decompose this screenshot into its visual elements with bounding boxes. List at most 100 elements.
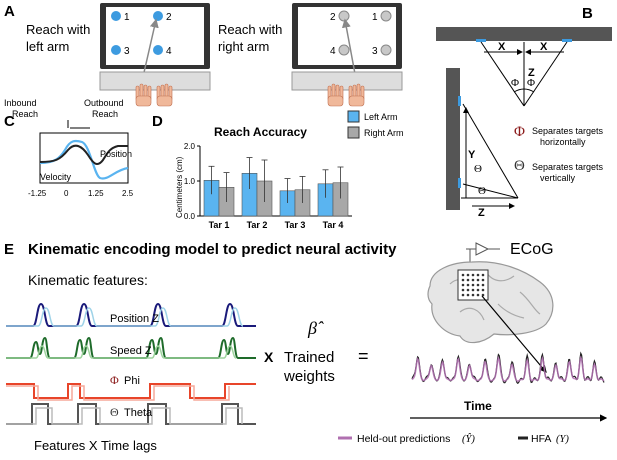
inbound-label-line1: Inbound: [4, 98, 37, 108]
y-label: Y: [468, 149, 476, 161]
c-tick-3: 1.25: [88, 189, 104, 198]
right-keyboard: [291, 71, 403, 91]
chart-x-tick-label: Tar 4: [323, 220, 344, 230]
left-target-2-label: 2: [166, 12, 172, 23]
phi-legend-symbol: Φ: [514, 124, 525, 140]
phi-feature-symbol: Φ: [110, 373, 119, 387]
electrode-dot: [476, 283, 480, 287]
outbound-label-line1: Outbound: [84, 98, 124, 108]
electrode-dot: [466, 288, 470, 292]
velocity-label: Velocity: [40, 172, 72, 182]
brain-icon: [427, 261, 554, 344]
chart-x-tick-label: Tar 1: [209, 220, 230, 230]
theta-label-top: Θ: [474, 163, 482, 175]
neural-signal: Time: [410, 351, 608, 422]
theta-legend-line2: vertically: [540, 173, 576, 183]
right-hands-icon: [327, 83, 365, 107]
theta-ray-top: [462, 103, 519, 199]
right-target-4: [338, 44, 350, 56]
legend-hfa-symbol: (Y): [556, 434, 569, 445]
z-label-top: Z: [528, 67, 535, 79]
electrode-dot: [471, 293, 475, 297]
theta-feature-label: Theta: [124, 407, 153, 419]
right-target-1-label: 1: [372, 12, 378, 23]
legend-left-arm-swatch: [347, 110, 360, 123]
theta-ray-bottom: [462, 183, 519, 199]
left-target-4: [153, 45, 163, 55]
right-arm-label-line2: right arm: [218, 39, 269, 54]
time-label: Time: [464, 399, 492, 413]
chart-x-tick-label: Tar 3: [285, 220, 306, 230]
electrode-dot: [476, 278, 480, 282]
position-label: Position: [100, 149, 132, 159]
theta-legend-symbol: Θ: [514, 158, 525, 174]
electrode-dot: [466, 278, 470, 282]
phi-arc: [513, 88, 535, 93]
electrode-dot: [476, 293, 480, 297]
electrode-dot: [461, 293, 465, 297]
phi-feature-label: Phi: [124, 375, 140, 387]
panel-d-label: D: [152, 113, 163, 130]
right-target-3-label: 3: [372, 46, 378, 57]
left-target-2: [153, 11, 163, 21]
beta-hat: β̂: [307, 318, 324, 338]
phi-legend-line2: horizontally: [540, 137, 586, 147]
position-z-lag-trace: [6, 307, 244, 327]
panel-c-label: C: [4, 113, 15, 130]
prediction-trace: [411, 355, 605, 383]
chart-legend: Left Arm Right Arm: [347, 110, 404, 139]
phi-ray-right: [523, 41, 568, 107]
legend-hfa-label: HFA: [531, 433, 551, 445]
chart-x-tick-label: Tar 2: [247, 220, 268, 230]
c-tick-1: -1.25: [28, 189, 47, 198]
feature-traces: Position Z Speed Z Φ Phi Θ Theta: [6, 302, 256, 425]
left-target-3: [111, 45, 121, 55]
theta-feature-symbol: Θ: [110, 405, 119, 419]
left-arm-setup: Reach with left arm 1 2 3 4: [26, 3, 211, 107]
electrode-dot: [481, 288, 485, 292]
electrode-dot: [476, 273, 480, 277]
outbound-label-line2: Reach: [92, 109, 118, 119]
top-monitor-bar: [436, 27, 612, 41]
left-target-1: [111, 11, 121, 21]
electrode-dot: [461, 288, 465, 292]
c-tick-2: 0: [64, 189, 69, 198]
panel-a-label: A: [4, 3, 15, 20]
phi-legend-line1: Separates targets: [532, 126, 604, 136]
phi-label-left: Φ: [511, 77, 519, 89]
chart-y-tick-label: 1.0: [184, 177, 196, 186]
velocity-trace: [39, 139, 129, 180]
phi-lag-trace: [6, 385, 230, 401]
speed-z-label: Speed Z: [110, 345, 152, 357]
chart-y-tick-label: 2.0: [184, 142, 196, 151]
panel-c-trajectory: Inbound Reach Outbound Reach Position Ve…: [4, 98, 134, 198]
right-target-4-label: 4: [330, 46, 336, 57]
left-target-3-label: 3: [124, 46, 130, 57]
electrode-dot: [471, 278, 475, 282]
theta-lag-trace: [6, 407, 243, 425]
signal-legend: Held-out predictions (Ŷ) HFA (Y): [338, 433, 569, 445]
chart-y-tick-label: 0.0: [184, 212, 196, 221]
position-trace: [39, 144, 128, 166]
electrode-dot: [466, 283, 470, 287]
side-target-bottom: [458, 178, 461, 188]
z-label-bottom: Z: [478, 207, 485, 219]
legend-right-arm-swatch: [347, 126, 360, 139]
inbound-label-line2: Reach: [12, 109, 38, 119]
electrode-dot: [471, 273, 475, 277]
electrode-dot: [481, 293, 485, 297]
amplifier-icon: [475, 242, 490, 256]
legend-left-arm-label: Left Arm: [364, 112, 398, 122]
legend-right-arm-label: Right Arm: [364, 128, 404, 138]
electrode-dot: [481, 283, 485, 287]
right-arm-setup: Reach with right arm 2 1 4 3: [218, 3, 403, 107]
electrode-dots: [461, 273, 485, 297]
multiply-sign: X: [264, 349, 274, 365]
right-target-3: [380, 44, 392, 56]
left-arm-label-line2: left arm: [26, 39, 69, 54]
left-hands-icon: [135, 83, 173, 107]
top-target-right: [562, 39, 572, 42]
electrode-dot: [461, 283, 465, 287]
trained-weights-line1: Trained: [284, 349, 334, 366]
